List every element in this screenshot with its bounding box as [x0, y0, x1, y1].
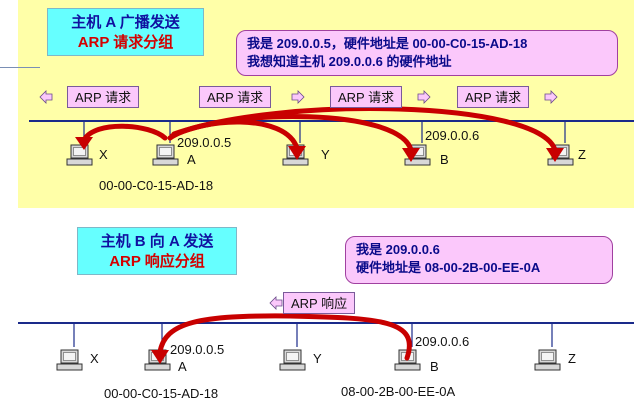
broadcast-title: 主机 A 广播发送 ARP 请求分组 [47, 8, 204, 56]
host-z-label: Z [568, 351, 576, 366]
host-z-computer-icon [534, 349, 561, 371]
host-a-ip: 209.0.0.5 [170, 342, 225, 357]
response-callout-line1: 我是 209.0.0.6 [356, 242, 440, 257]
right-arrow-icon [291, 90, 305, 104]
decorative-line [0, 67, 40, 68]
host-b-ip: 209.0.0.6 [415, 334, 470, 349]
host-a-mac: 00-00-C0-15-AD-18 [104, 386, 219, 401]
host-b-ip: 209.0.0.6 [425, 128, 480, 143]
left-arrow-icon [269, 296, 283, 310]
host-a-ip: 209.0.0.5 [177, 135, 232, 150]
host-x-label: X [99, 147, 108, 162]
response-title: 主机 B 向 A 发送 ARP 响应分组 [77, 227, 237, 275]
response-title-line1: 主机 B 向 A 发送 [100, 233, 214, 250]
host-y-computer-icon [279, 349, 306, 371]
host-a-label: A [178, 359, 187, 374]
host-a-computer-icon [152, 144, 179, 166]
host-y-label: Y [313, 351, 322, 366]
response-title-line2: ARP 响应分组 [109, 253, 205, 270]
right-arrow-icon [417, 90, 431, 104]
request-callout: 我是 209.0.0.5，硬件地址是 00-00-C0-15-AD-18 我想知… [236, 30, 618, 76]
broadcast-arrow-to-z [171, 106, 558, 153]
response-arrow-b-to-a [157, 313, 412, 361]
arp-request-packet: ARP 请求 [67, 86, 140, 108]
broadcast-arrow-to-x [81, 123, 168, 143]
broadcast-title-line2: ARP 请求分组 [77, 34, 174, 51]
response-callout-line2: 硬件地址是 08-00-2B-00-EE-0A [356, 260, 541, 275]
host-b-label: B [430, 359, 439, 374]
host-a-label: A [187, 152, 196, 167]
host-z-label: Z [578, 147, 586, 162]
arp-response-packet: ARP 响应 [283, 292, 356, 314]
left-arrow-icon [39, 90, 53, 104]
request-callout-line2: 我想知道主机 209.0.0.6 的硬件地址 [247, 54, 452, 69]
response-callout: 我是 209.0.0.6 硬件地址是 08-00-2B-00-EE-0A [345, 236, 613, 284]
request-callout-line1: 我是 209.0.0.5，硬件地址是 00-00-C0-15-AD-18 [247, 36, 528, 51]
arp-request-packet: ARP 请求 [457, 86, 530, 108]
arp-request-packet: ARP 请求 [199, 86, 272, 108]
host-x-computer-icon [66, 144, 93, 166]
broadcast-title-line1: 主机 A 广播发送 [71, 14, 180, 31]
right-arrow-icon [544, 90, 558, 104]
host-x-computer-icon [56, 349, 83, 371]
host-b-label: B [440, 152, 449, 167]
host-y-label: Y [321, 147, 330, 162]
host-x-label: X [90, 351, 99, 366]
arp-request-packet: ARP 请求 [330, 86, 403, 108]
host-b-mac: 08-00-2B-00-EE-0A [341, 384, 456, 399]
host-a-mac: 00-00-C0-15-AD-18 [99, 178, 214, 193]
